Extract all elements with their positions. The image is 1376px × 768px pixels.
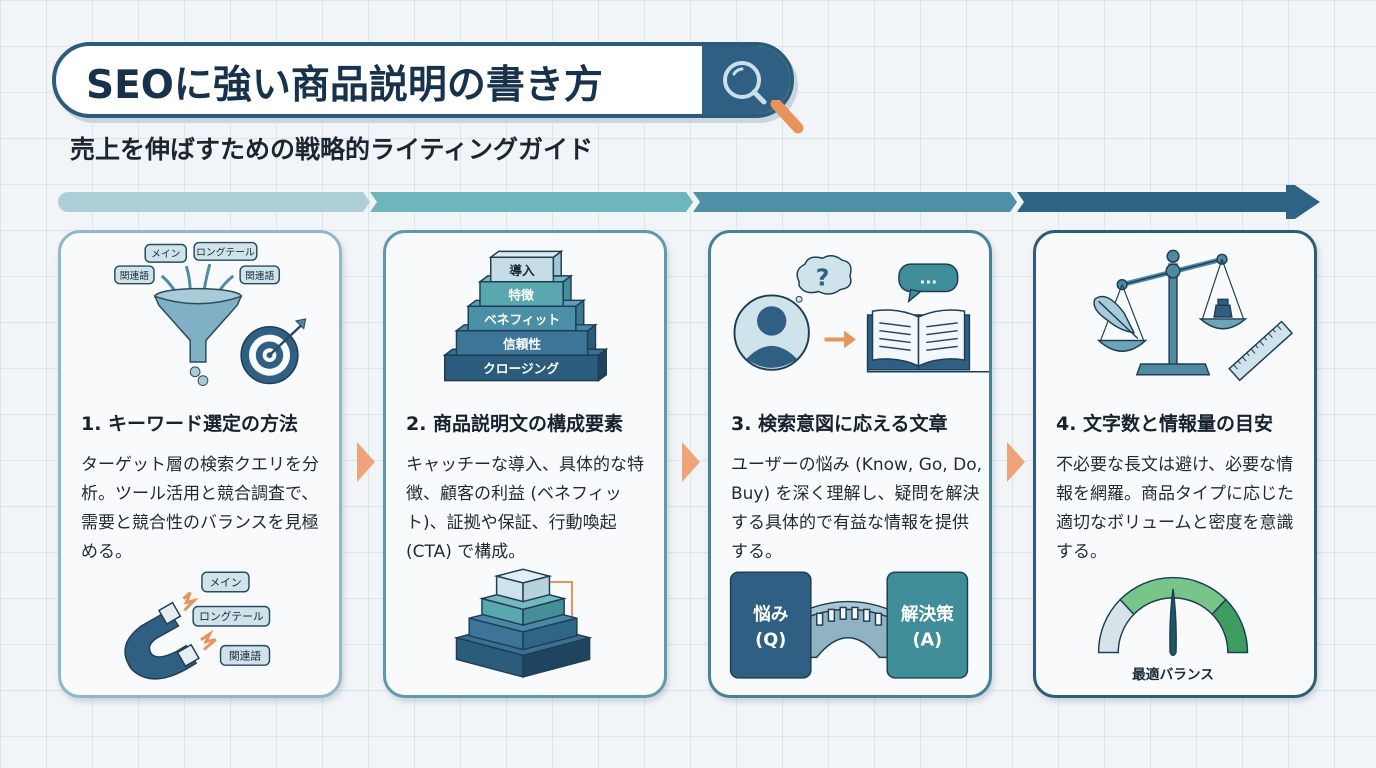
search-button — [702, 46, 790, 114]
arrow-right-icon — [824, 330, 856, 349]
gauge-icon — [1097, 576, 1249, 657]
question-box: 悩み (Q) — [729, 571, 812, 679]
svg-text:信頼性: 信頼性 — [503, 336, 541, 351]
chevron-right-icon — [682, 442, 700, 482]
feather-icon — [1093, 295, 1139, 340]
svg-text:関連語: 関連語 — [245, 269, 275, 282]
pyramid-illustration: 導入 特徴 ベネフィット 信頼性 クロージング — [442, 249, 609, 383]
spark-icon — [182, 591, 199, 612]
svg-text:...: ... — [919, 269, 937, 288]
svg-text:メイン: メイン — [151, 249, 180, 260]
step-description: 不必要な長文は避け、必要な情報を網羅。商品タイプに応じた適切なボリュームと密度を… — [1056, 455, 1294, 562]
svg-text:?: ? — [816, 264, 830, 292]
funnel-target-illustration: メイン ロングテール 関連語 関連語 — [114, 241, 307, 386]
step-title: 1. キーワード選定の方法 — [81, 413, 299, 435]
target-icon — [240, 318, 307, 385]
step-description: ユーザーの悩み (Know, Go, Do, Buy) を深く理解し、疑問を解決… — [731, 455, 983, 562]
svg-text:関連語: 関連語 — [120, 269, 150, 282]
chevron-right-icon — [357, 442, 375, 482]
keyword-tag-icon: メイン ロングテール 関連語 関連語 — [114, 241, 281, 285]
spark-icon — [200, 629, 217, 651]
user-avatar-icon — [733, 294, 810, 371]
answer-box: 解決策 (A) — [886, 571, 969, 679]
magnifier-icon — [723, 61, 767, 105]
page-title: SEOに強い商品説明の書き方 — [86, 63, 603, 108]
svg-text:解決策: 解決策 — [901, 604, 954, 625]
svg-text:導入: 導入 — [509, 263, 535, 278]
svg-text:(Q): (Q) — [755, 631, 786, 651]
step-card-2: 導入 特徴 ベネフィット 信頼性 クロージング 2. 商品説明文の構成要素 キャ… — [383, 230, 667, 698]
title-search-box: SEOに強い商品説明の書き方 — [52, 42, 794, 118]
scale-illustration — [1093, 249, 1294, 382]
step-description: キャッチーな導入、具体的な特徴、顧客の利益 (ベネフィット)、証拠や保証、行動喚… — [406, 455, 644, 562]
user-book-illustration: ? ... — [733, 255, 989, 373]
bridge-illustration: 悩み (Q) 解決策 (A) — [729, 571, 969, 679]
chevron-right-icon — [1007, 442, 1025, 482]
ruler-icon — [1228, 320, 1294, 382]
svg-text:(A): (A) — [912, 631, 942, 651]
svg-text:ロングテール: ロングテール — [199, 610, 264, 623]
step-description: ターゲット層の検索クエリを分析。ツール活用と競合調査で、需要と競合性のバランスを… — [81, 455, 319, 562]
svg-text:クロージング: クロージング — [483, 361, 559, 376]
speech-bubble-icon: ... — [898, 263, 959, 304]
bridge-icon — [804, 600, 892, 659]
svg-text:メイン: メイン — [209, 576, 241, 589]
svg-text:関連語: 関連語 — [229, 649, 262, 662]
step-title: 4. 文字数と情報量の目安 — [1056, 413, 1274, 435]
svg-text:ロングテール: ロングテール — [196, 245, 255, 258]
stacked-blocks-illustration — [453, 568, 593, 678]
thought-bubble-icon: ? — [795, 255, 852, 303]
step-card-3: ? ... 3. 検索意図に応える文章 ユーザーの悩み (Know, Go, — [708, 230, 992, 698]
step-title: 3. 検索意図に応える文章 — [731, 413, 948, 435]
svg-text:特徴: 特徴 — [508, 287, 534, 302]
progress-arrow — [58, 185, 1320, 219]
svg-text:悩み: 悩み — [752, 604, 789, 625]
step-title: 2. 商品説明文の構成要素 — [406, 413, 624, 435]
balance-scale-icon — [1096, 249, 1248, 376]
page-subtitle: 売上を伸ばすための戦略的ライティングガイド — [70, 135, 594, 164]
step-card-4: 4. 文字数と情報量の目安 不必要な長文は避け、必要な情報を網羅。商品タイプに応… — [1033, 230, 1317, 698]
open-book-icon — [866, 309, 989, 373]
svg-text:ベネフィット: ベネフィット — [484, 312, 560, 327]
gauge-label: 最適バランス — [1132, 666, 1214, 683]
step-card-1: メイン ロングテール 関連語 関連語 — [58, 230, 342, 698]
magnifier-handle-icon — [770, 100, 804, 134]
funnel-icon — [153, 287, 243, 386]
magnet-illustration: メイン ロングテール 関連語 — [124, 571, 271, 680]
gauge-illustration: 最適バランス — [1097, 576, 1249, 683]
magnet-icon — [124, 601, 200, 680]
